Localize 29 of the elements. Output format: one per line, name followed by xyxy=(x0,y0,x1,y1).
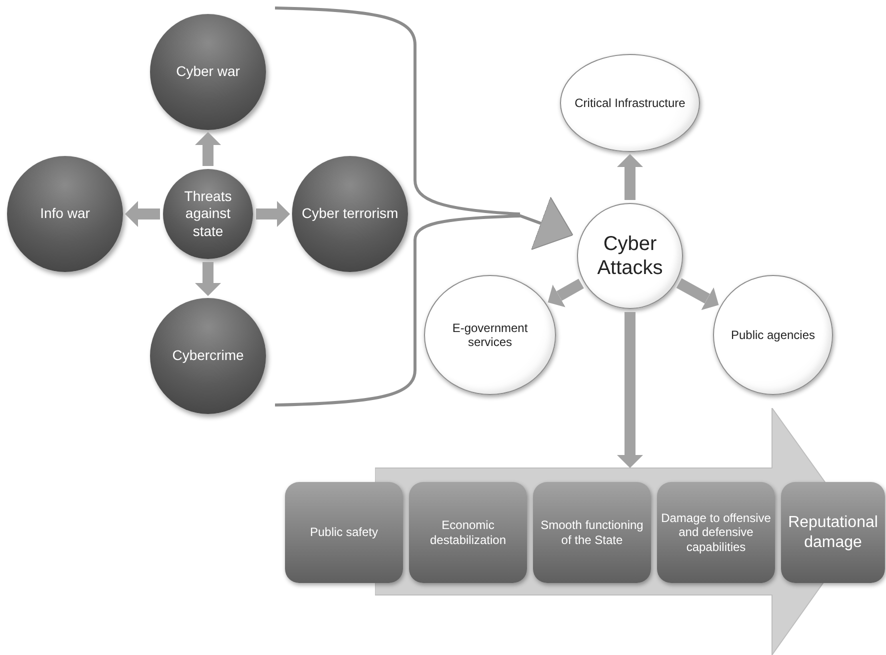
circle-label: Critical Infrastructure xyxy=(574,96,686,110)
target-circle xyxy=(577,203,683,309)
impact-box xyxy=(781,482,885,583)
circle-label: Cyber terrorism xyxy=(302,205,398,223)
circle-label: Public agencies xyxy=(730,328,816,342)
block-arrow xyxy=(617,154,643,200)
box-label: Reputational damage xyxy=(787,513,879,552)
box-label: Economic destabilization xyxy=(428,518,508,547)
impact-box xyxy=(409,482,527,583)
circle-label: Cybercrime xyxy=(172,347,244,365)
impact-box xyxy=(657,482,775,583)
box-label: Smooth functioning of the State xyxy=(540,518,644,547)
impact-box xyxy=(533,482,651,583)
circle-label: E-government services xyxy=(451,320,529,350)
block-arrow xyxy=(256,201,290,227)
circle-label: Cyber war xyxy=(176,63,240,81)
block-arrow xyxy=(195,132,221,166)
circle-label: Info war xyxy=(40,205,90,223)
circle-label: Cyber Attacks xyxy=(596,232,664,280)
circle-label: Threats against state xyxy=(183,188,233,240)
block-arrow xyxy=(676,278,722,310)
box-label: Public safety xyxy=(310,525,378,540)
block-arrow xyxy=(125,201,160,227)
box-label: Damage to offensive and defensive capabilities xyxy=(661,510,771,554)
arrow xyxy=(517,196,574,250)
impact-box xyxy=(285,482,403,583)
block-arrow xyxy=(545,278,584,308)
block-arrow xyxy=(195,262,221,296)
block-arrow xyxy=(617,312,643,468)
